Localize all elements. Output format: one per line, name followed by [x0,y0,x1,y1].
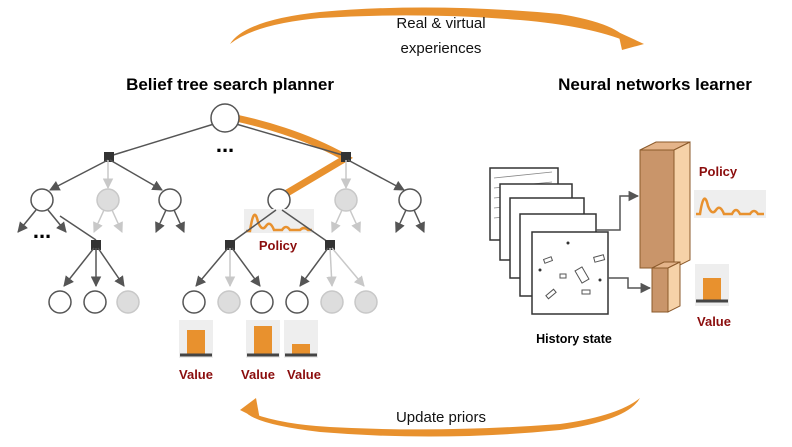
tree-edge [155,209,167,233]
belief-node [83,290,107,314]
value-network-block [651,261,681,313]
tree-edge [97,247,125,287]
tree-edge [281,209,329,243]
tree-edge [47,209,67,233]
value-label: Value [241,367,275,382]
tree-edge [49,159,109,191]
top-caption-line1: Real & virtual [396,15,485,32]
action-node [325,240,335,250]
belief-node [217,290,241,314]
tree-edge [235,123,347,157]
tree-edge [195,247,229,287]
tree-edge [17,209,37,233]
tree-edge [59,215,97,241]
ellipsis-root: ... [216,132,234,157]
belief-node [285,290,309,314]
tree-edge [326,247,337,288]
action-node [91,240,101,250]
tree-edge [349,209,361,233]
connector-to-value-net [608,277,652,294]
highlighted-path [232,114,353,200]
belief-node [48,290,72,314]
belief-node [267,188,291,212]
planner-title: Belief tree search planner [126,75,334,94]
learner-policy-chart [694,190,766,218]
belief-node [320,290,344,314]
policy-network-block [639,141,691,269]
connector-to-policy-net [596,190,640,231]
tree-edge [93,209,105,233]
learner-value-chart [695,264,729,306]
tree-edge [347,159,405,191]
bottom-caption: Update priors [396,409,486,426]
belief-node [398,188,422,212]
tree-edge [299,247,329,287]
tree-edge [109,123,215,157]
tree-edge [173,209,185,233]
top-caption-line2: experiences [401,40,482,57]
ellipsis-left: ... [33,218,51,243]
tree-edge [331,247,365,287]
cycle-arrow-bottom-icon [240,398,640,437]
learner-policy-label: Policy [699,164,738,179]
history-state-label: History state [536,332,612,346]
belief-node [334,188,358,212]
belief-node [30,188,54,212]
value-inset [284,320,318,358]
action-node [104,152,114,162]
value-label: Value [179,367,213,382]
tree-edge [111,209,123,233]
tree-edge [395,209,407,233]
action-node [341,152,351,162]
value-inset [179,320,213,358]
action-node [225,240,235,250]
belief-node [182,290,206,314]
tree-policy-label: Policy [259,238,298,253]
belief-tree: ... ... Policy [17,103,425,382]
tree-policy-curve [246,213,312,233]
tree-edge [109,159,163,191]
belief-node [158,188,182,212]
cycle-arrow-top-icon [230,7,644,50]
value-inset [246,320,280,358]
tree-edge [231,209,277,243]
learner-value-label: Value [697,314,731,329]
belief-node [116,290,140,314]
tree-edge [331,209,343,233]
learner-title: Neural networks learner [558,75,752,94]
belief-node [96,188,120,212]
tree-edge [231,247,261,287]
tree-edge [63,247,95,287]
belief-node [250,290,274,314]
tree-edge [413,209,425,233]
history-state-stack [489,167,609,315]
belief-node [354,290,378,314]
root-node [210,103,240,133]
value-label: Value [287,367,321,382]
